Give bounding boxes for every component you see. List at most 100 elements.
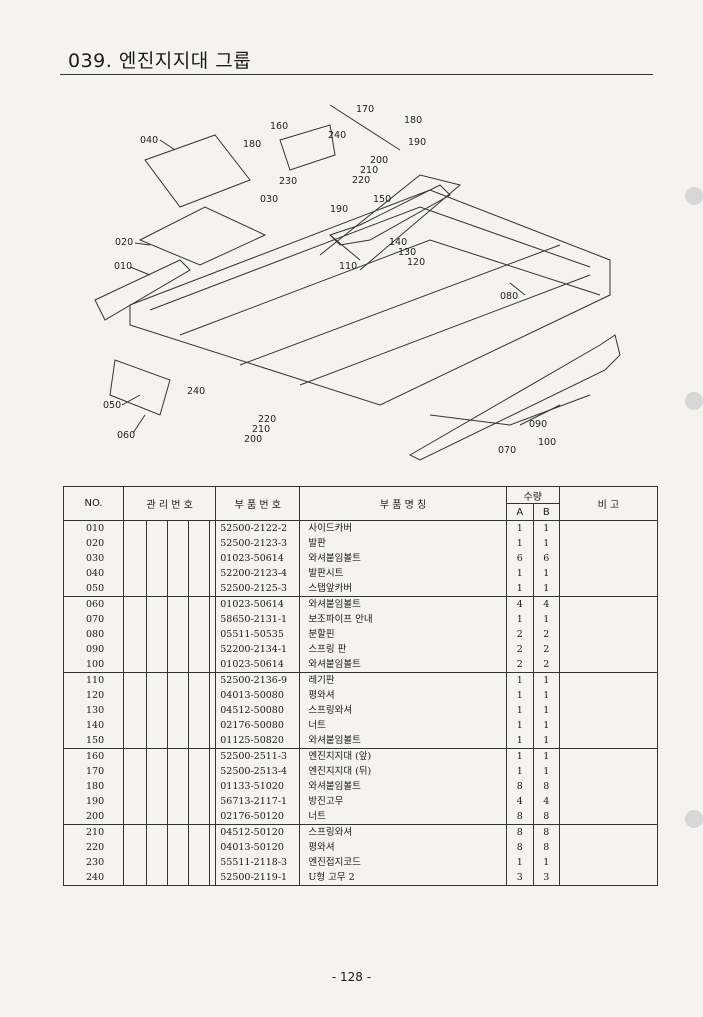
header-management-no: 관 리 번 호 xyxy=(123,486,217,521)
qty-b-cell-value: 8 xyxy=(543,781,550,792)
part-name-cell-value: 레기판 xyxy=(308,675,335,686)
qty-a-cell-value: 1 xyxy=(516,538,523,549)
qty-a-cell-value: 2 xyxy=(516,629,523,640)
no-cell-value: 130 xyxy=(86,705,105,716)
part-number-cell-value: 01023-50614 xyxy=(220,553,284,564)
management-no-box xyxy=(124,673,148,748)
management-no-box xyxy=(124,597,148,672)
svg-text:180: 180 xyxy=(404,115,422,126)
no-cell-value: 220 xyxy=(86,842,105,853)
diagram-svg: 040 180 160 170 180 240 190 200 210 220 … xyxy=(94,104,621,461)
management-no-cell xyxy=(123,824,217,886)
part-name-cell-value: 엔진접지코드 xyxy=(308,857,361,868)
qty-a-cell-value: 2 xyxy=(516,659,523,670)
part-number-cell-value: 04512-50120 xyxy=(220,827,284,838)
svg-text:150: 150 xyxy=(373,194,391,205)
management-no-box xyxy=(189,521,211,596)
part-number-cell-value: 04512-50080 xyxy=(220,705,284,716)
qty-b-cell-value: 1 xyxy=(543,766,550,777)
part-name-cell-value: 방진고무 xyxy=(308,796,344,807)
svg-text:220: 220 xyxy=(258,414,276,425)
part-number-cell-value: 52500-2136-9 xyxy=(220,675,288,686)
qty-b-cell-value: 2 xyxy=(543,659,550,670)
part-number-cell-value: 52500-2123-3 xyxy=(220,538,288,549)
svg-text:080: 080 xyxy=(500,291,518,302)
parts-table: NO. 관 리 번 호 부 품 번 호 부 품 명 칭 수량 비 고 A B 0… xyxy=(62,486,659,886)
svg-text:210: 210 xyxy=(252,424,270,435)
note-cell xyxy=(558,672,659,749)
qty-a-cell-value: 2 xyxy=(516,644,523,655)
qty-b-cell-value: 1 xyxy=(543,583,550,594)
part-name-cell-value: 스프링와셔 xyxy=(308,827,353,838)
no-cell-value: 080 xyxy=(86,629,105,640)
no-cell-value: 100 xyxy=(86,659,105,670)
svg-text:170: 170 xyxy=(356,104,374,115)
svg-text:230: 230 xyxy=(279,176,297,187)
qty-a-cell-value: 1 xyxy=(516,523,523,534)
no-cell-value: 230 xyxy=(86,857,105,868)
no-cell-value: 140 xyxy=(86,720,105,731)
part-name-cell-value: 와셔붙임볼트 xyxy=(308,599,361,610)
part-number-cell-value: 52500-2119-1 xyxy=(220,872,288,883)
no-cell-value: 180 xyxy=(86,781,105,792)
part-number-cell-value: 01023-50614 xyxy=(220,599,284,610)
qty-a-cell-value: 8 xyxy=(516,827,523,838)
qty-b-cell-value: 1 xyxy=(543,705,550,716)
qty-a-cell-value: 1 xyxy=(516,857,523,868)
management-no-box xyxy=(189,597,211,672)
header-no: NO. xyxy=(62,486,125,521)
svg-text:100: 100 xyxy=(538,437,556,448)
qty-b-cell-value: 6 xyxy=(543,553,550,564)
qty-b-cell-value: 1 xyxy=(543,675,550,686)
part-number-cell-value: 52200-2123-4 xyxy=(220,568,288,579)
svg-text:050: 050 xyxy=(103,400,121,411)
svg-text:190: 190 xyxy=(408,137,426,148)
svg-text:120: 120 xyxy=(407,257,425,268)
management-no-cell xyxy=(123,672,217,749)
punch-hole xyxy=(685,187,703,205)
qty-b-cell-value: 1 xyxy=(543,735,550,746)
no-cell-value: 060 xyxy=(86,599,105,610)
qty-b-cell-value: 8 xyxy=(543,827,550,838)
qty-a-cell-value: 1 xyxy=(516,690,523,701)
svg-text:030: 030 xyxy=(260,194,278,205)
qty-b-cell-value: 8 xyxy=(543,811,550,822)
qty-b-cell-value: 2 xyxy=(543,629,550,640)
management-no-box xyxy=(147,597,169,672)
part-number-cell-value: 05511-50535 xyxy=(220,629,284,640)
part-name-cell-value: 스탭앞카버 xyxy=(308,583,353,594)
management-no-box xyxy=(189,673,211,748)
qty-a-cell-value: 4 xyxy=(516,796,523,807)
qty-a-cell-value: 8 xyxy=(516,811,523,822)
management-no-box xyxy=(168,521,190,596)
no-cell-value: 020 xyxy=(86,538,105,549)
svg-text:180: 180 xyxy=(243,139,261,150)
part-name-cell-value: 사이드카버 xyxy=(308,523,353,534)
part-name-cell-value: 와셔붙임볼트 xyxy=(308,735,361,746)
qty-a-cell-value: 8 xyxy=(516,781,523,792)
no-cell-value: 110 xyxy=(86,675,105,686)
punch-hole xyxy=(685,810,703,828)
part-name-cell-value: 발판 xyxy=(308,538,326,549)
management-no-box xyxy=(124,825,148,885)
qty-a-cell-value: 8 xyxy=(516,842,523,853)
management-no-cell xyxy=(123,596,217,673)
management-no-box xyxy=(189,825,211,885)
qty-b-cell-value: 4 xyxy=(543,599,550,610)
